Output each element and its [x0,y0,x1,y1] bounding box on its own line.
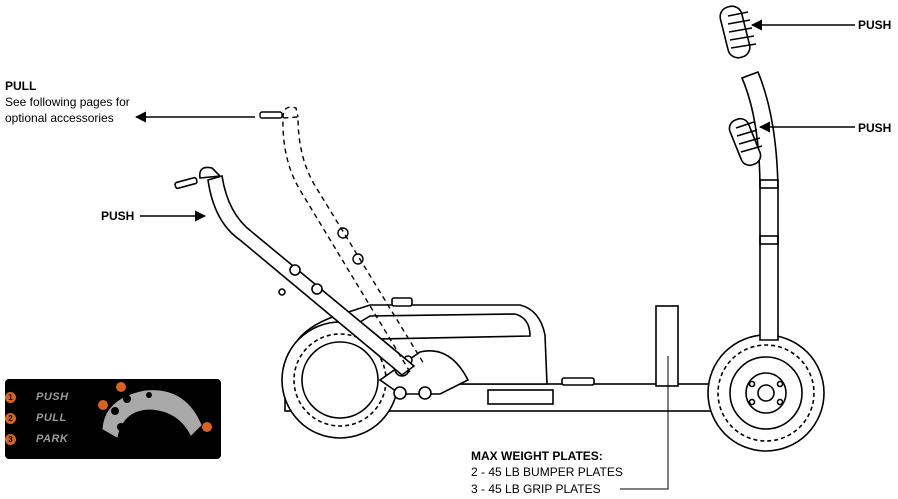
mode-1-badge: 1 [5,392,16,403]
push-left-label: PUSH [101,209,135,223]
push-top-label: PUSH [858,18,892,32]
plates-title: MAX WEIGHT PLATES: [471,449,603,463]
mode-park-label: PARK [36,433,69,445]
front-arm [174,166,416,377]
mode-push-label: PUSH [36,391,69,403]
alt-arm-position [259,106,425,373]
mode-legend-panel: 1 PUSH 2 PULL 3 PARK [5,379,221,459]
pull-note-line2: optional accessories [5,111,114,125]
pivot-plate-icon [98,382,212,442]
plates-bumper: 2 - 45 LB BUMPER PLATES [471,465,623,479]
pull-note-line1: See following pages for [5,95,130,109]
plates-grip: 3 - 45 LB GRIP PLATES [471,482,601,496]
push-mid-label: PUSH [858,121,892,135]
right-wheel [707,334,825,452]
upright-handle [719,5,779,341]
pull-title: PULL [5,79,37,93]
mode-3-badge: 3 [5,434,16,445]
mode-2-badge: 2 [5,413,16,424]
mode-pull-label: PULL [36,412,67,424]
plates-leader [620,356,669,490]
